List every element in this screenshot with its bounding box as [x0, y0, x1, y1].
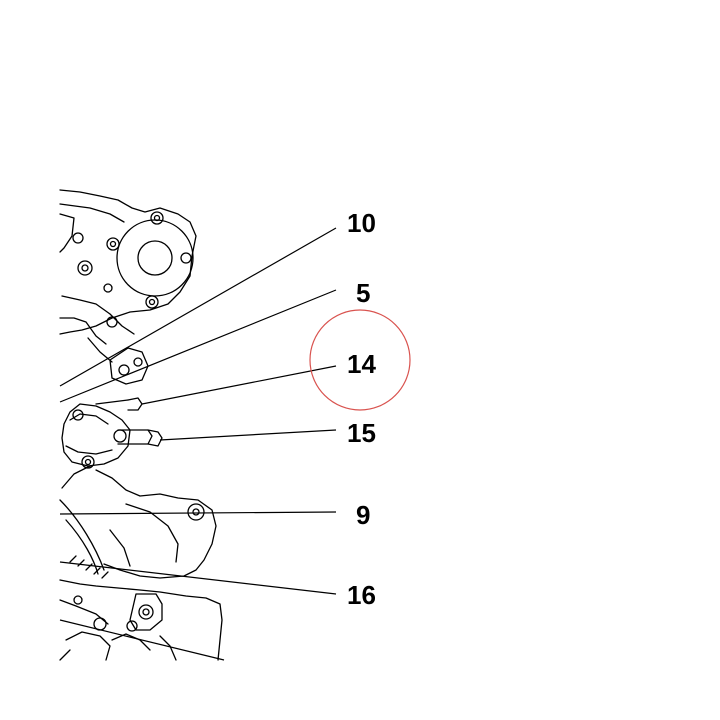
- leader-line-5: [59, 289, 337, 403]
- callout-16: 16: [347, 580, 376, 610]
- callout-9: 9: [356, 500, 370, 530]
- leader-line-14: [141, 365, 337, 405]
- callout-15: 15: [347, 418, 376, 448]
- leader-line-bottom: [59, 619, 225, 661]
- callout-10: 10: [347, 208, 376, 238]
- callout-5: 5: [356, 278, 370, 308]
- engine-assembly-drawing: [59, 189, 223, 661]
- leader-line-16: [59, 561, 337, 595]
- callout-14: 14: [347, 349, 376, 379]
- leader-line-9: [59, 511, 337, 515]
- leader-lines: [59, 227, 337, 661]
- leader-line-15: [159, 429, 337, 441]
- leader-line-10: [59, 227, 337, 387]
- highlight-circle: [309, 309, 411, 411]
